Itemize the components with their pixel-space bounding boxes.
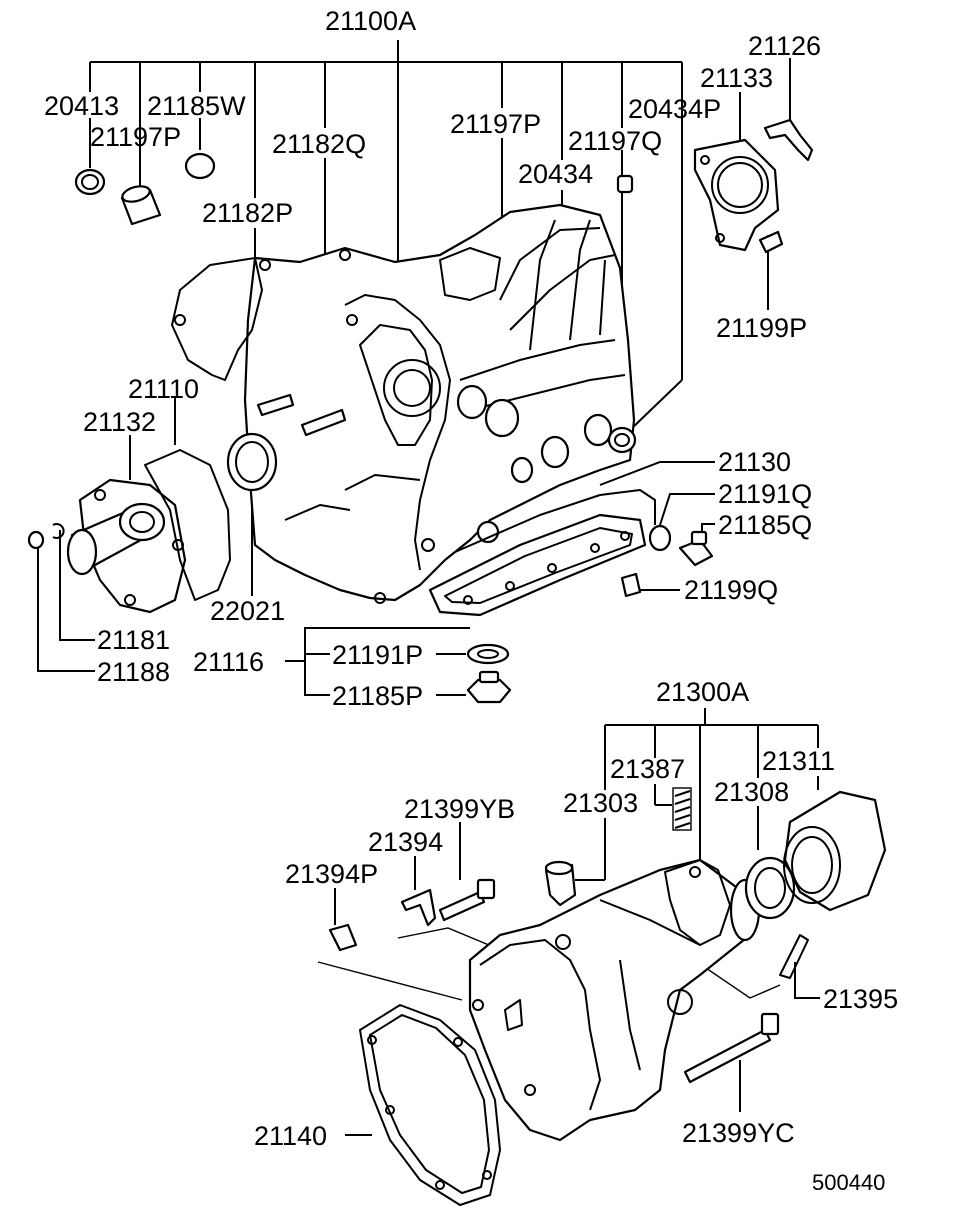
front-retainer-drawing — [27, 432, 278, 614]
label-21197P-right: 21197P — [450, 109, 541, 139]
label-21199Q: 21199Q — [684, 575, 778, 605]
label-21197P-left: 21197P — [90, 122, 181, 152]
plate-21133-drawing — [693, 118, 814, 254]
label-21126: 21126 — [748, 31, 821, 61]
label-21199P: 21199P — [716, 313, 807, 343]
catalog-number: 500440 — [812, 1170, 885, 1195]
label-21185P: 21185P — [332, 681, 423, 711]
label-21394: 21394 — [368, 827, 443, 857]
label-21140: 21140 — [254, 1121, 327, 1151]
label-21399YB: 21399YB — [404, 794, 515, 824]
label-21191P: 21191P — [332, 640, 423, 670]
label-21188: 21188 — [97, 657, 170, 687]
label-20434P: 20434P — [628, 94, 721, 124]
label-21185W: 21185W — [147, 91, 246, 121]
small-parts-top — [74, 152, 637, 454]
label-21185Q: 21185Q — [718, 510, 812, 540]
label-21197Q: 21197Q — [568, 126, 662, 156]
label-21311: 21311 — [762, 746, 835, 776]
label-22021: 22021 — [210, 596, 285, 626]
extension-housing-drawing — [328, 787, 887, 1206]
label-21100A: 21100A — [325, 6, 416, 36]
label-21308: 21308 — [714, 777, 789, 807]
drain-parts-drawing — [466, 524, 714, 704]
label-21399YC: 21399YC — [682, 1118, 795, 1148]
label-21132: 21132 — [83, 407, 156, 437]
label-21387: 21387 — [610, 754, 685, 784]
label-21130: 21130 — [718, 447, 791, 477]
label-21191Q: 21191Q — [718, 479, 812, 509]
label-20413: 20413 — [44, 91, 119, 121]
label-21394P: 21394P — [285, 859, 378, 889]
label-21110: 21110 — [128, 374, 199, 404]
label-21300A: 21300A — [656, 677, 749, 707]
label-20434: 20434 — [518, 159, 593, 189]
transmission-case-drawing — [171, 203, 656, 617]
label-21303: 21303 — [563, 788, 638, 818]
part-number-labels: 21100A 20413 21185W 21197P 21182Q 21197P… — [44, 6, 898, 1195]
label-21182P: 21182P — [202, 198, 293, 228]
label-21395: 21395 — [823, 984, 898, 1014]
label-21182Q: 21182Q — [272, 129, 366, 159]
label-21181: 21181 — [97, 625, 170, 655]
label-21133: 21133 — [700, 63, 773, 93]
label-21116: 21116 — [193, 647, 264, 677]
